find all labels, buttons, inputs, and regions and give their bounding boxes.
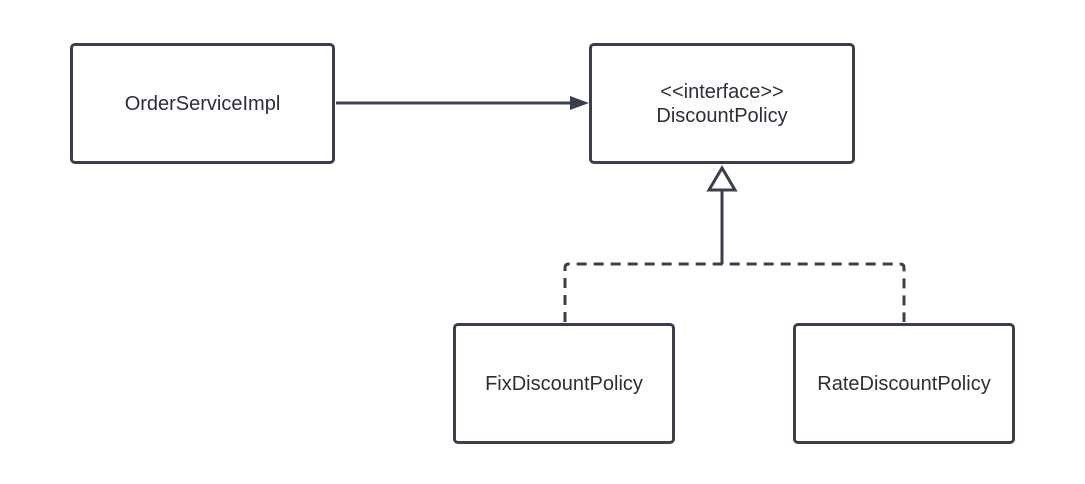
class-name-label: RateDiscountPolicy [817,372,991,395]
interface-stereotype-label: <<interface>> [660,80,784,103]
class-box-rate-discount-policy[interactable]: RateDiscountPolicy [793,323,1015,444]
class-name-label: OrderServiceImpl [124,92,281,115]
interface-box-discount-policy[interactable]: <<interface>> DiscountPolicy [589,43,855,164]
class-box-fix-discount-policy[interactable]: FixDiscountPolicy [453,323,675,444]
interface-name-label: DiscountPolicy [656,104,788,127]
association-arrowhead [570,96,589,110]
class-name-label: FixDiscountPolicy [485,372,643,395]
class-box-order-service-impl[interactable]: OrderServiceImpl [70,43,335,164]
realization-triangle-head [706,165,738,192]
realization-dashed-branch [563,262,906,322]
